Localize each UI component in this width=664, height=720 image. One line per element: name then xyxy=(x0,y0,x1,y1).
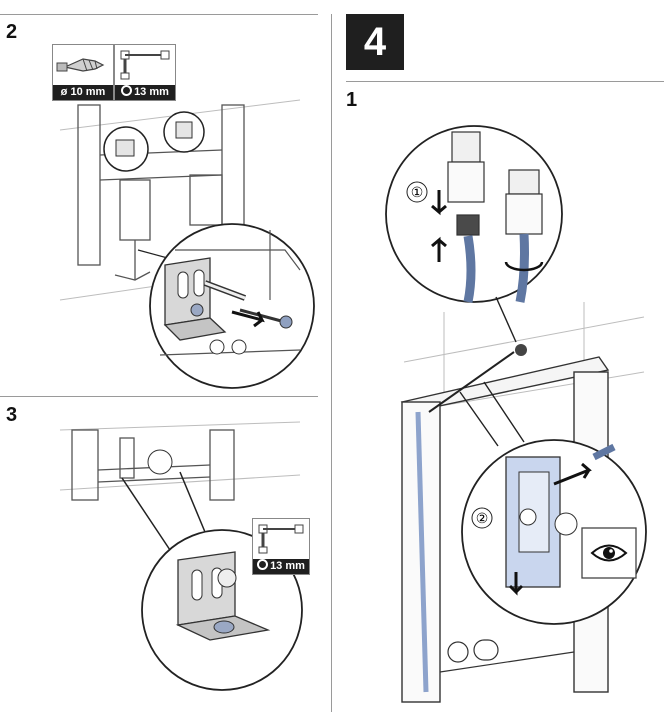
step-4-substep-1-number: 1 xyxy=(346,89,358,111)
socket-ring-icon xyxy=(121,85,133,96)
wrench-size-text-step2: 13 mm xyxy=(134,86,169,98)
drill-bit-icon xyxy=(56,58,105,72)
drill-bit-tool-box: ø 10 mm xyxy=(52,44,114,101)
callout-1: ① xyxy=(411,184,424,200)
socket-ring-icon-step3 xyxy=(257,559,269,570)
wrench-size-label-step2: 13 mm xyxy=(115,85,175,100)
divider-vertical xyxy=(331,14,332,712)
wrench-tool-box-step3: 13 mm xyxy=(252,518,310,575)
callout-2: ② xyxy=(476,510,489,526)
eye-icon xyxy=(581,527,637,579)
step-2-number: 2 xyxy=(6,21,18,43)
wrench-tool-box-step2: 13 mm xyxy=(114,44,176,101)
socket-wrench-icon xyxy=(120,50,170,80)
step-4-number: 4 xyxy=(346,14,404,70)
wrench-size-label-step3: 13 mm xyxy=(253,559,309,574)
divider-mid-left xyxy=(0,396,318,397)
step-3-illustration xyxy=(59,421,303,691)
drill-size-label: ø 10 mm xyxy=(53,85,113,100)
step-2-illustration xyxy=(59,99,315,389)
divider-top-left xyxy=(0,14,318,15)
divider-top-right xyxy=(346,81,664,82)
step-3-number: 3 xyxy=(6,404,18,426)
step-4-illustration: ① ② xyxy=(385,125,647,703)
socket-wrench-icon-step3 xyxy=(258,524,304,554)
wrench-size-text-step3: 13 mm xyxy=(270,560,305,572)
